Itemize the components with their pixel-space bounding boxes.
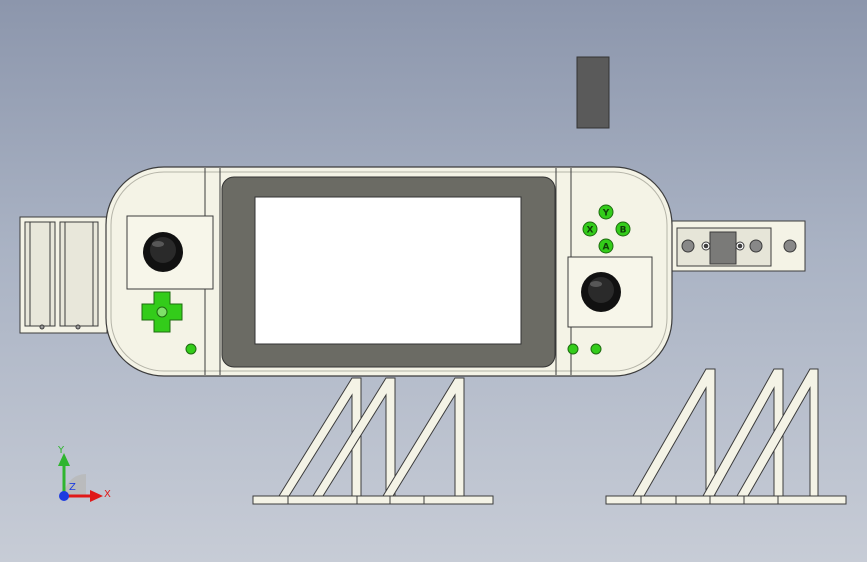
- left-minus-button[interactable]: [185, 343, 197, 355]
- dark-block-part[interactable]: [576, 56, 610, 129]
- svg-text:Z: Z: [69, 482, 76, 493]
- face-button-b[interactable]: B: [615, 221, 631, 237]
- right-mounting-bracket[interactable]: [671, 220, 806, 272]
- svg-text:Y: Y: [602, 209, 610, 219]
- face-button-x[interactable]: X: [582, 221, 598, 237]
- face-button-a[interactable]: A: [598, 238, 614, 254]
- right-stand-part[interactable]: [605, 368, 847, 505]
- left-battery-bracket[interactable]: [19, 216, 108, 334]
- z-axis-dot: [59, 491, 69, 501]
- right-plus-button[interactable]: [590, 343, 602, 355]
- svg-text:Y: Y: [57, 445, 65, 456]
- coordinate-triad: Y X Z: [57, 445, 111, 502]
- svg-text:X: X: [104, 489, 111, 500]
- face-buttons: Y X B A: [582, 204, 631, 254]
- svg-text:X: X: [587, 226, 594, 236]
- right-joystick-icon[interactable]: [581, 272, 621, 312]
- display-screen[interactable]: [254, 196, 522, 345]
- dpad-icon[interactable]: [141, 291, 183, 333]
- right-home-button[interactable]: [567, 343, 579, 355]
- left-stand-part[interactable]: [252, 377, 494, 505]
- left-joystick-icon[interactable]: [143, 232, 183, 272]
- svg-text:B: B: [620, 226, 627, 236]
- face-button-y[interactable]: Y: [598, 204, 614, 220]
- svg-text:A: A: [603, 243, 610, 253]
